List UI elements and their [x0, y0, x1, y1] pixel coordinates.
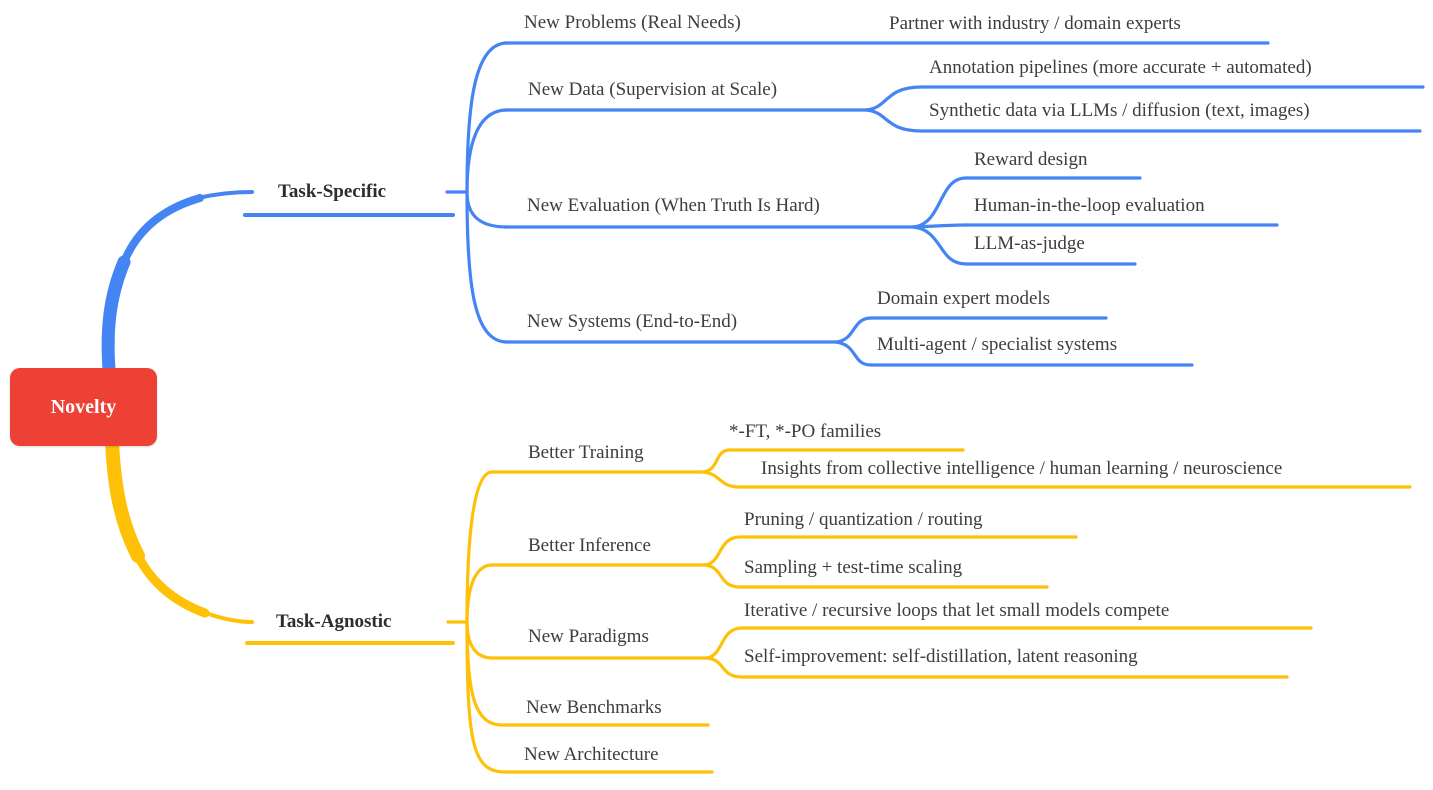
node-annotation-pipelines[interactable]: Annotation pipelines (more accurate + au…	[929, 57, 1312, 78]
node-reward-design[interactable]: Reward design	[974, 149, 1088, 170]
node-domain-expert-models[interactable]: Domain expert models	[877, 288, 1051, 309]
node-human-in-the-loop[interactable]: Human-in-the-loop evaluation	[974, 195, 1205, 216]
yellow-branch-edges	[105, 433, 1412, 774]
node-ft-po-families[interactable]: *-FT, *-PO families	[729, 421, 882, 442]
node-synthetic-data[interactable]: Synthetic data via LLMs / diffusion (tex…	[929, 100, 1310, 121]
root-node[interactable]: Novelty	[10, 368, 157, 446]
node-new-paradigms[interactable]: New Paradigms	[528, 626, 649, 647]
node-new-systems[interactable]: New Systems (End-to-End)	[527, 311, 738, 332]
node-better-inference[interactable]: Better Inference	[528, 535, 651, 556]
node-new-data[interactable]: New Data (Supervision at Scale)	[528, 79, 778, 100]
node-sampling-test-time[interactable]: Sampling + test-time scaling	[744, 557, 963, 578]
node-iterative-loops[interactable]: Iterative / recursive loops that let sma…	[744, 600, 1170, 621]
node-pruning-quantization[interactable]: Pruning / quantization / routing	[744, 509, 983, 530]
node-partner-industry[interactable]: Partner with industry / domain experts	[889, 13, 1181, 34]
node-new-evaluation[interactable]: New Evaluation (When Truth Is Hard)	[527, 195, 820, 216]
blue-branch-edges	[101, 41, 1425, 389]
node-insights-collective[interactable]: Insights from collective intelligence / …	[761, 458, 1283, 479]
branch-label-task-specific[interactable]: Task-Specific	[278, 181, 387, 202]
node-better-training[interactable]: Better Training	[528, 442, 644, 463]
node-new-problems[interactable]: New Problems (Real Needs)	[524, 12, 741, 33]
node-new-benchmarks[interactable]: New Benchmarks	[526, 697, 662, 718]
node-self-improvement[interactable]: Self-improvement: self-distillation, lat…	[744, 646, 1138, 667]
node-new-architecture[interactable]: New Architecture	[524, 744, 659, 765]
node-multi-agent-systems[interactable]: Multi-agent / specialist systems	[877, 334, 1118, 355]
node-llm-as-judge[interactable]: LLM-as-judge	[974, 233, 1085, 254]
branch-label-task-agnostic[interactable]: Task-Agnostic	[276, 611, 392, 632]
